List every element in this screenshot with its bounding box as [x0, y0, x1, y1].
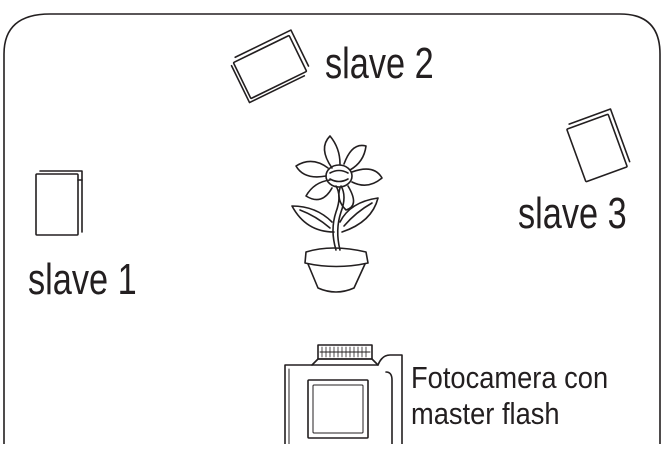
- slave-3-label: slave 3: [518, 189, 627, 238]
- camera-icon: [284, 344, 403, 445]
- slave-2-flash-icon: [230, 29, 310, 104]
- potted-flower-icon: [291, 135, 383, 293]
- slave-1-label: slave 1: [28, 255, 137, 304]
- pot-body: [307, 263, 366, 293]
- camera-label-line-2: master flash: [411, 396, 560, 431]
- slave-1-flash-icon: [35, 170, 83, 236]
- slave-2-label: slave 2: [325, 39, 434, 88]
- slave-3-flash-icon: [566, 108, 631, 183]
- room-border: [3, 13, 661, 445]
- pot-rim: [304, 247, 369, 268]
- camera-label-line-1: Fotocamera con: [411, 360, 609, 395]
